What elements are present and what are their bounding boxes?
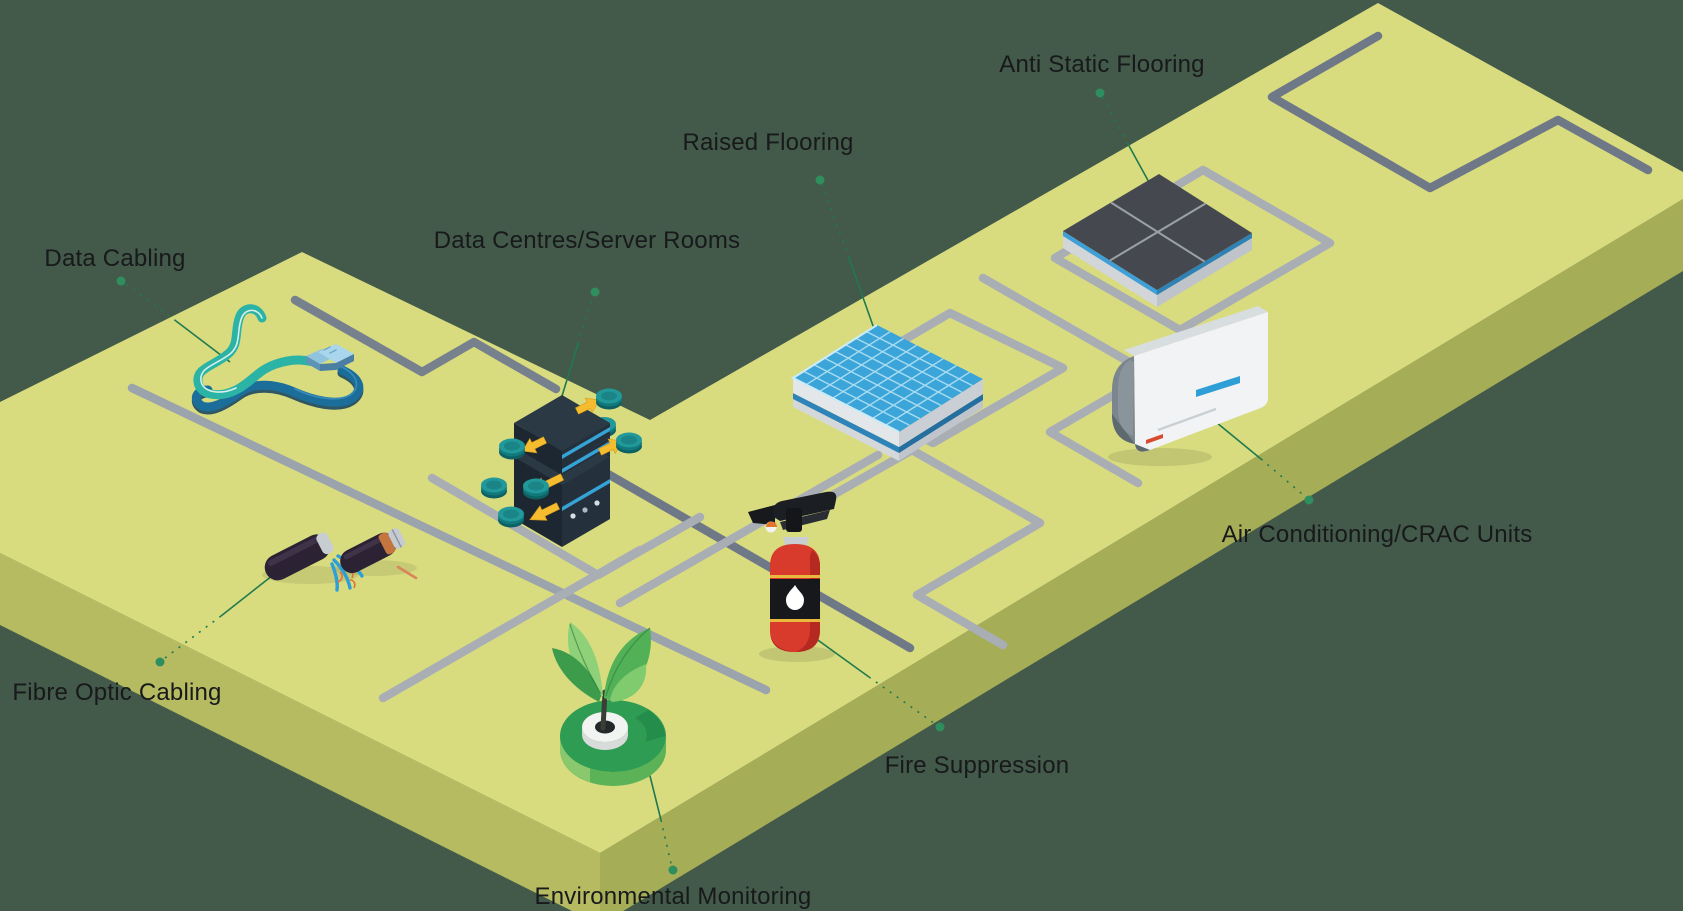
server-rack-icon — [481, 388, 642, 547]
label-raised-flooring: Raised Flooring — [682, 129, 853, 156]
data-discs — [481, 388, 642, 528]
leader-environmental-monitoring — [647, 767, 673, 869]
circuit-trace — [427, 473, 705, 580]
label-anti-static-flooring: Anti Static Flooring — [999, 51, 1204, 78]
label-fire-suppression: Fire Suppression — [885, 752, 1070, 779]
fibre-optic-cable-icon — [262, 528, 418, 592]
ethernet-cable-icon — [191, 304, 364, 415]
leader-air-conditioning — [1210, 417, 1309, 500]
circuit-trace — [290, 295, 561, 394]
floor-right-face — [600, 199, 1683, 911]
circuit-trace — [615, 450, 883, 608]
label-data-centres: Data Centres/Server Rooms — [434, 227, 740, 254]
leader-raised-flooring — [820, 180, 878, 338]
leader-dots — [116, 88, 1314, 875]
circuit-trace — [828, 445, 1045, 650]
circuit-trace — [978, 273, 1155, 488]
air-conditioner-icon — [1108, 306, 1268, 466]
raised-floor-tile-icon — [790, 324, 983, 461]
rj45-connector — [306, 344, 354, 371]
label-environmental-monitoring: Environmental Monitoring — [535, 883, 812, 910]
circuit-trace — [127, 383, 771, 695]
circuit-trace — [1267, 31, 1653, 193]
leader-data-centres — [561, 292, 595, 397]
flame-glyph — [786, 585, 804, 610]
labels: Data Cabling Data Centres/Server Rooms R… — [12, 51, 1532, 910]
anti-static-tile-icon — [1063, 174, 1252, 307]
circuit-trace — [570, 450, 915, 653]
plant-sensor-icon — [552, 622, 666, 786]
floor-left-face — [0, 553, 600, 911]
ac-brand-mark — [1146, 434, 1163, 444]
fire-extinguisher-icon — [748, 491, 837, 662]
label-fibre-optic-cabling: Fibre Optic Cabling — [12, 679, 221, 706]
label-air-conditioning: Air Conditioning/CRAC Units — [1222, 521, 1533, 548]
label-data-cabling: Data Cabling — [44, 245, 185, 272]
